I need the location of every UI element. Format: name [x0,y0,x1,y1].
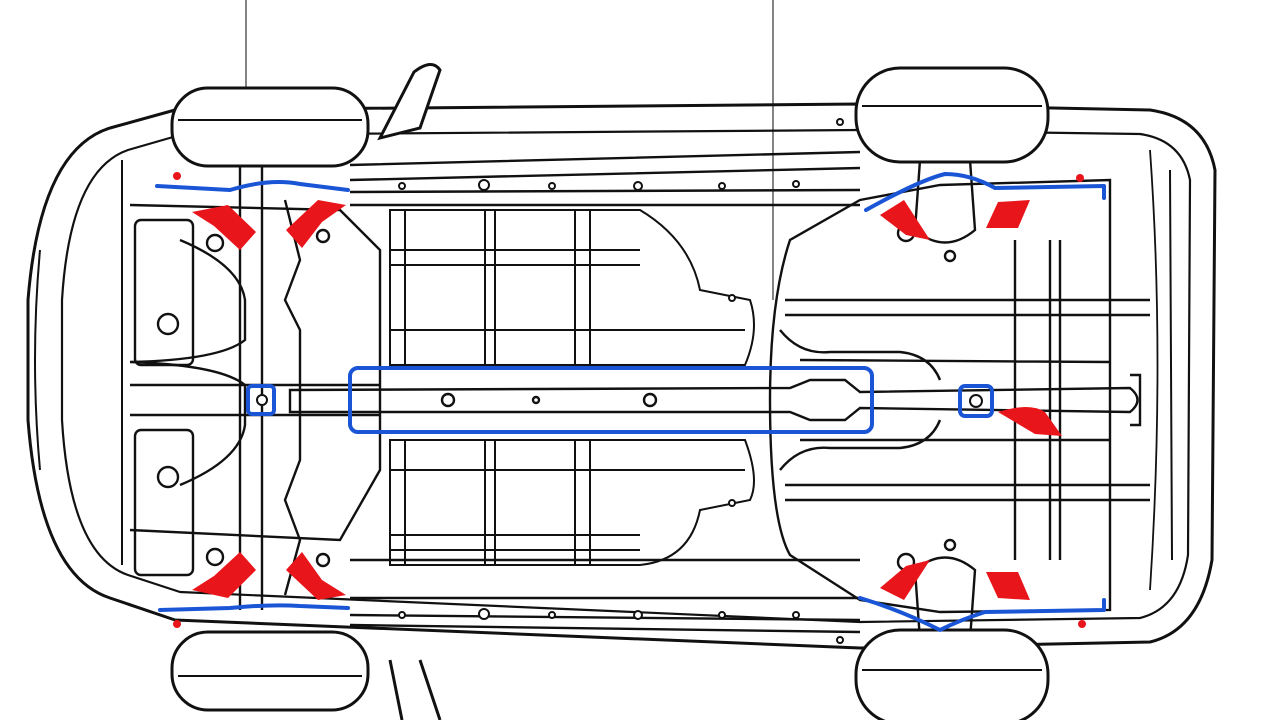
sill-top [349,150,861,207]
rear-frame-outline [768,178,1112,614]
rear-frame-curve-top [779,329,942,381]
jack-pad-front-bottom-left [192,552,256,598]
pivot-dots [256,394,983,408]
tire-rear-bottom [854,628,1050,720]
body-inner-outline [60,128,1192,624]
driveshaft-tube [288,378,1139,422]
pivot-point-rear [958,384,994,418]
floor-pan-bottom [389,439,755,566]
body-outline [26,102,1217,650]
body-shell [26,102,1217,650]
front-subframe [129,165,382,610]
jack-mark-rear-top [1076,174,1084,182]
jack-pads [173,172,1086,628]
support-rail-rear-bottom [858,596,1106,632]
tire-rear-top [854,66,1050,164]
support-rail-front-top [155,180,350,192]
rear-inner-edge [1169,169,1173,561]
jack-pad-rear-center [998,407,1062,436]
sill-bottom [349,558,861,634]
tire-front-bottom [170,630,370,712]
jack-pad-rear-top-left [880,200,930,240]
rear-frame-inner [785,240,1150,560]
front-box-bottom [133,428,195,577]
driveshaft [288,373,1142,427]
center-tunnel-highlight [348,366,874,434]
front-bumper-edge [34,249,41,471]
rear-frame-curve-bottom [779,419,942,471]
support-rail-rear-top [864,172,1106,212]
jack-pad-rear-top-right [986,200,1030,228]
support-highlights [155,172,1106,632]
jack-pad-front-top-left [192,205,256,250]
sill-holes [398,118,844,644]
mirror-bottom [388,659,442,720]
front-arms [129,238,247,487]
jack-pad-front-bottom-right [286,552,346,600]
side-sills [349,150,861,634]
floor-pan [389,209,755,566]
jack-pad-front-top-right [286,200,346,248]
mirror-top [377,63,442,141]
front-crossmember [129,203,382,542]
reference-lines [245,0,774,300]
front-box-top [133,218,195,367]
jack-mark-front-top [173,172,181,180]
jack-pad-rear-bottom-right [986,572,1030,600]
pivot-point-front [246,384,276,416]
floor-pan-top [389,209,755,366]
jack-pad-rear-bottom-left [880,560,930,600]
floor-ribs [390,210,745,565]
jack-mark-front-bottom [173,620,181,628]
driveshaft-shield [1130,373,1142,427]
support-rail-front-bottom [158,603,350,612]
jack-mark-rear-bottom [1078,620,1086,628]
mirrors [377,63,442,720]
tire-front-top [170,86,370,168]
rear-inner-edge-2 [1149,149,1159,591]
tires [170,66,1050,720]
